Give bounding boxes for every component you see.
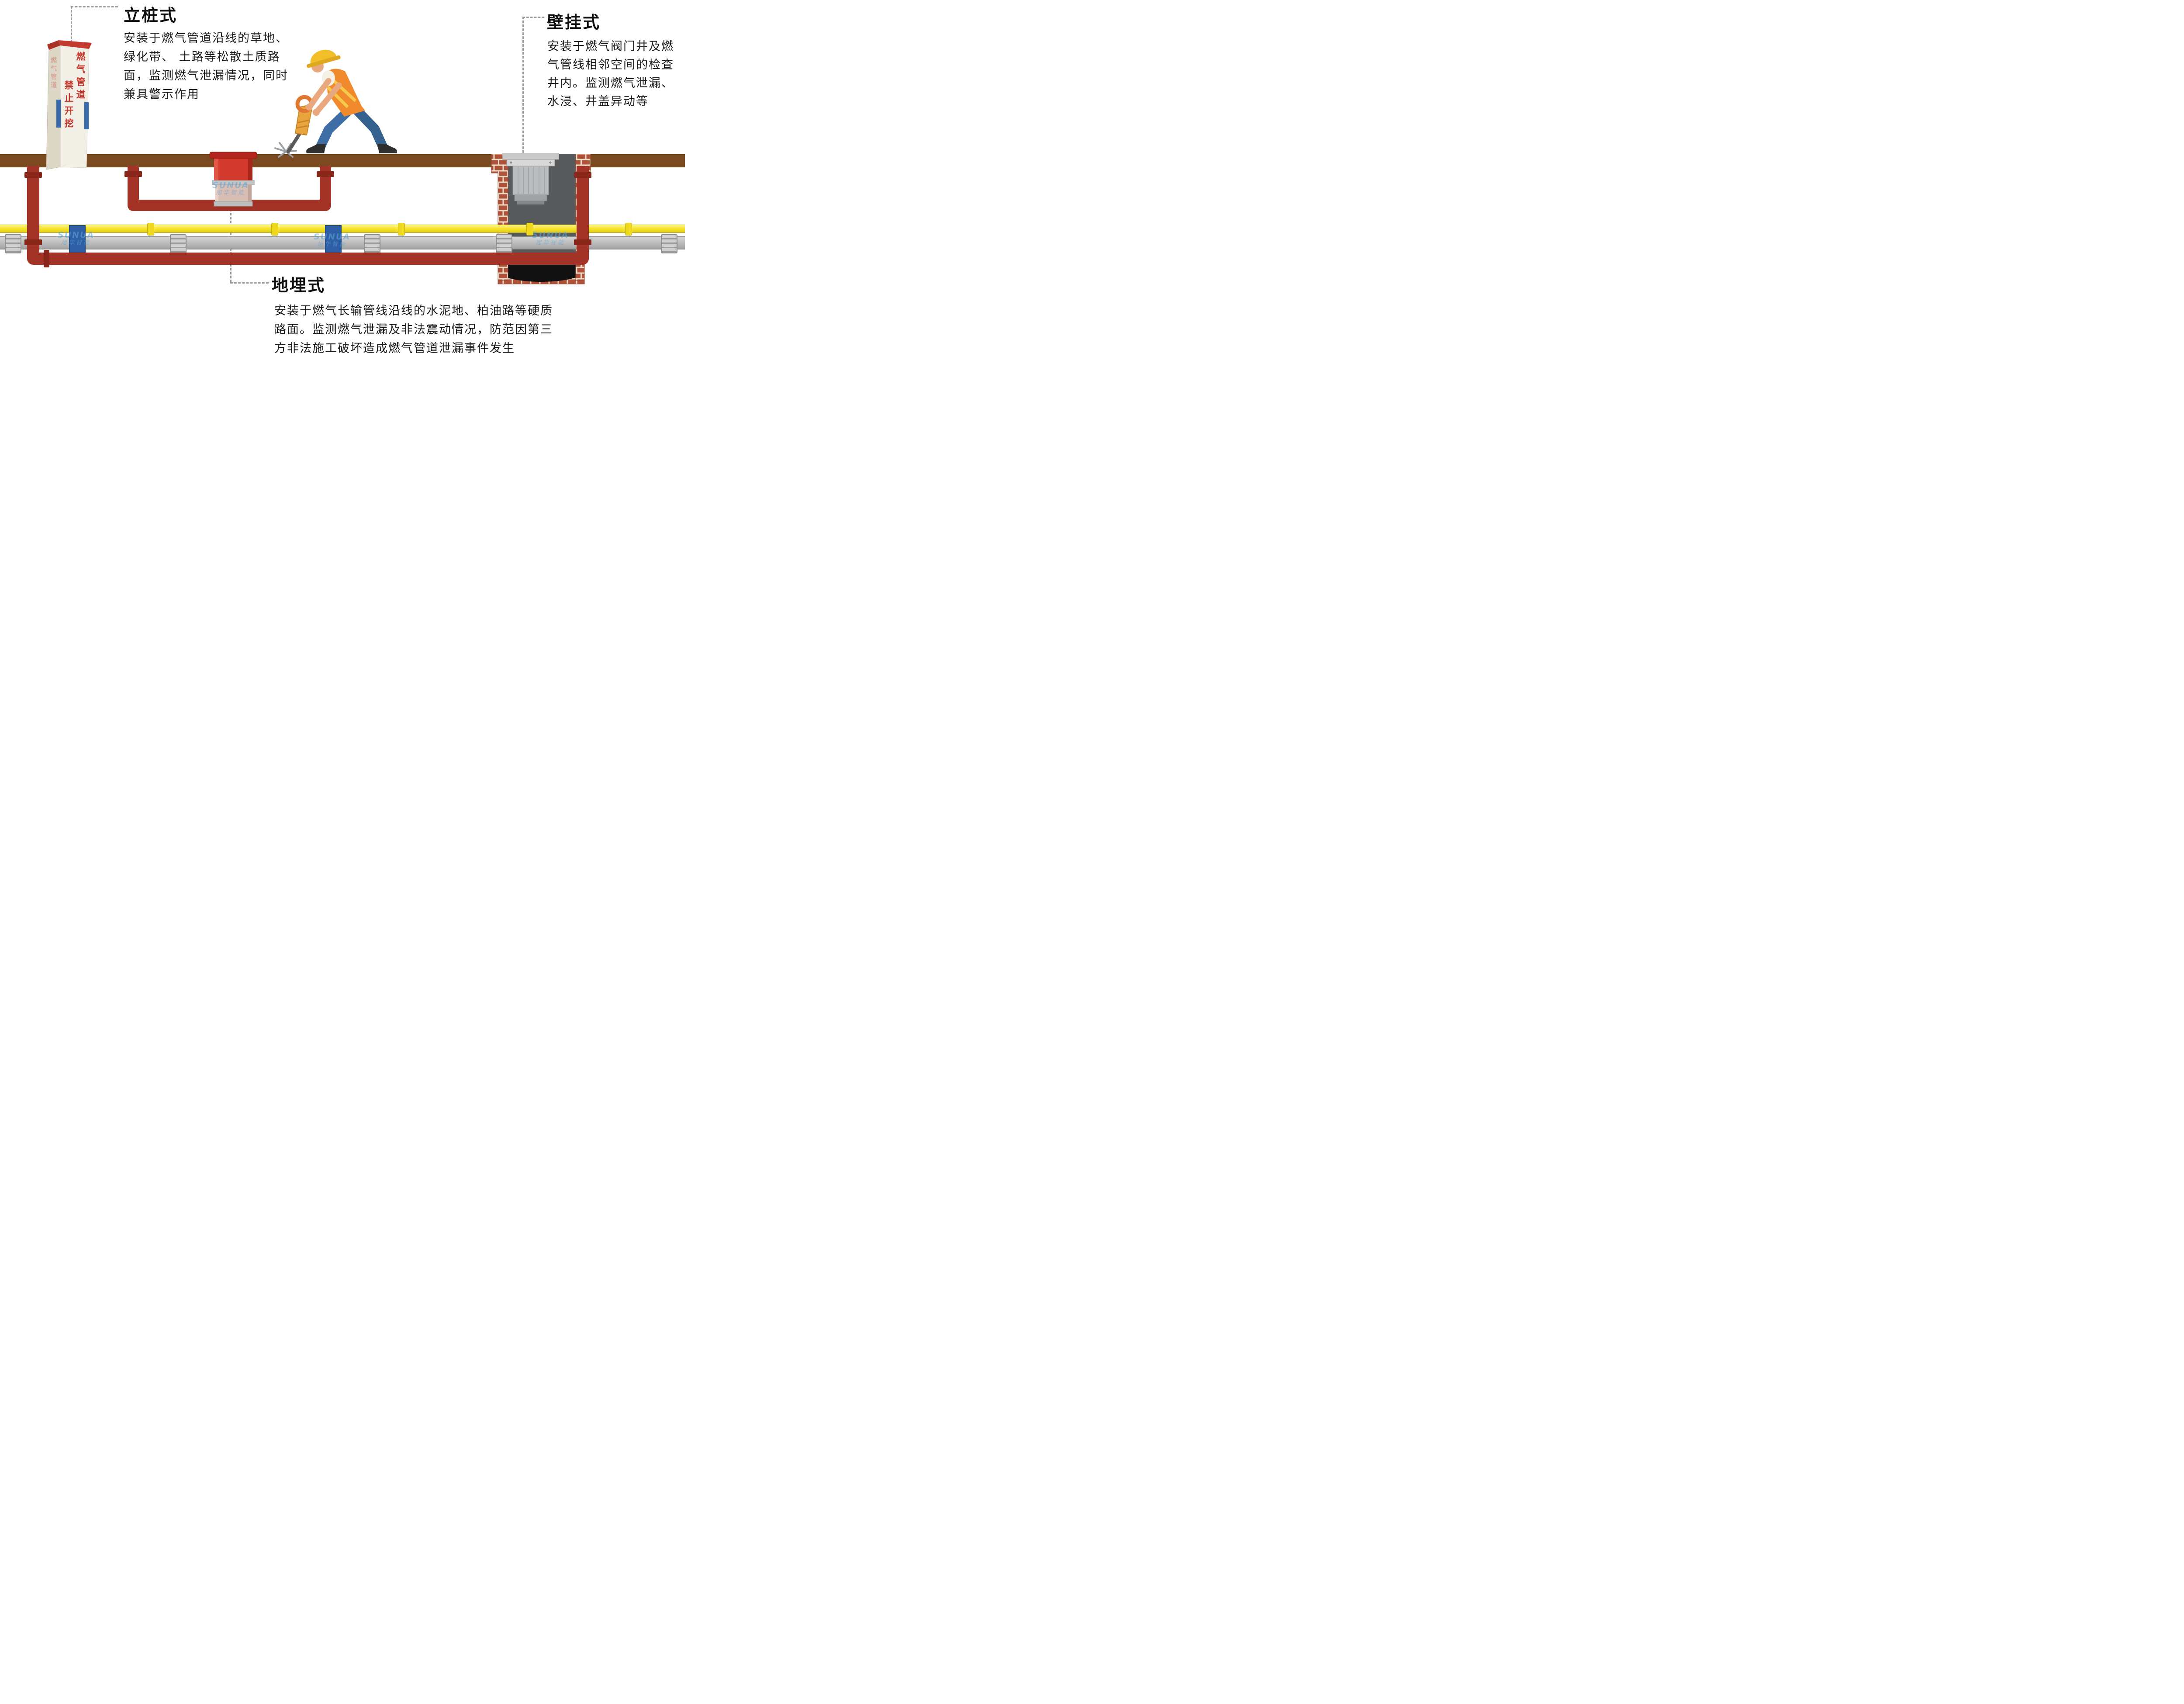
wall-callout-line-vertical (522, 17, 524, 153)
wall-detector-body (512, 166, 549, 195)
section-text-wall: 安装于燃气阀门井及燃 气管线相邻空间的检查 井内。监测燃气泄漏、 水浸、井盖异动… (547, 38, 674, 111)
warning-post (46, 40, 92, 170)
red-pipe-main-loop (27, 166, 589, 265)
text-line: 兼具警示作用 (124, 88, 200, 101)
warning-post-side-text: 燃气管道 (50, 57, 57, 90)
watermark: SUNUA 旭华智能 (532, 231, 569, 246)
section-title-wall: 壁挂式 (547, 13, 601, 32)
gray-pipe-coupling (364, 234, 380, 253)
watermark: SUNUA 旭华智能 (58, 231, 94, 246)
pipe-flanges (24, 171, 591, 267)
text-line: 路面。监测燃气泄漏及非法震动情况，防范因第三 (274, 323, 553, 336)
warning-post-cap-side (47, 40, 60, 50)
watermark-name: 旭华智能 (216, 190, 246, 196)
section-text-buried: 安装于燃气长输管线沿线的水泥地、柏油路等硬质 路面。监测燃气泄漏及非法震动情况，… (274, 301, 553, 358)
watermark: SUNUA 旭华智能 (314, 232, 350, 248)
watermark-brand: SUNUA (532, 230, 569, 240)
watermark-brand: SUNUA (314, 232, 351, 242)
wall-detector-bottom-cap (517, 201, 544, 204)
worker-arms (307, 78, 342, 114)
buried-detector (209, 152, 257, 207)
yellow-pipe-joint (271, 223, 278, 236)
warning-post-cap (59, 40, 92, 49)
post-callout-line-horizontal (71, 6, 118, 7)
text-line: 水浸、井盖异动等 (547, 95, 649, 108)
text-line: 气管线相邻空间的检查 (547, 58, 674, 72)
yellow-gas-pipe (0, 225, 685, 233)
construction-worker-illustration (274, 49, 397, 158)
buried-detector-body (214, 159, 252, 180)
warning-post-blue-band (56, 100, 61, 128)
wall-detector-mount-slab (502, 153, 559, 160)
buried-detector-foot (214, 201, 253, 207)
watermark-brand: SUNUA (212, 180, 249, 190)
warning-post-sign-text: 燃气管道 禁止开挖 (62, 52, 86, 164)
text-line: 绿化带、 土路等松散土质路 (124, 50, 280, 64)
watermark-brand: SUNUA (58, 230, 95, 240)
section-title-post: 立桩式 (124, 6, 178, 25)
buried-callout-line-horizontal (230, 282, 269, 284)
text-line: 安装于燃气管道沿线的草地、 (124, 31, 288, 45)
worker-helmet (307, 49, 341, 68)
buried-detector-cap (209, 152, 257, 159)
gray-pipe (0, 236, 685, 249)
wall-callout-line-horizontal (522, 17, 544, 18)
gray-pipe-coupling (5, 234, 21, 253)
section-title-buried: 地埋式 (272, 276, 326, 295)
wall-detector-bottom-rim (514, 194, 547, 201)
yellow-pipe-joint (398, 223, 405, 236)
wall-detector-flange (506, 159, 555, 166)
pipe-casing-blue (325, 225, 342, 253)
text-line: 井内。监测燃气泄漏、 (547, 76, 674, 90)
text-line: 方非法施工破坏造成燃气管道泄漏事件发生 (274, 342, 515, 355)
valve-well-void (498, 260, 584, 282)
watermark-name: 旭华智能 (536, 239, 566, 246)
section-text-post: 安装于燃气管道沿线的草地、 绿化带、 土路等松散土质路 面，监测燃气泄漏情况，同… (124, 29, 288, 104)
buried-detector-base (215, 185, 252, 201)
worker-shoes (306, 144, 397, 153)
text-line: 安装于燃气阀门井及燃 (547, 40, 674, 53)
text-line: 安装于燃气长输管线沿线的水泥地、柏油路等硬质 (274, 304, 553, 318)
worker-hand (306, 104, 313, 111)
warning-post-blue-band (84, 102, 89, 129)
jackhammer (287, 95, 314, 153)
worker-hand (313, 109, 320, 116)
wall-mounted-detector (502, 153, 559, 204)
worker-back-leg (350, 103, 387, 151)
yellow-pipe-joint (526, 223, 533, 236)
yellow-pipe-joint (147, 223, 154, 236)
sign-column-no-excavation: 禁止开挖 (63, 80, 74, 131)
gray-pipe-coupling (661, 234, 677, 253)
yellow-pipe-joint (625, 223, 632, 236)
worker-front-leg (316, 106, 353, 151)
watermark-name: 旭华智能 (317, 241, 347, 248)
pipe-casing-blue (69, 225, 86, 253)
diagram-canvas: 燃气管道 禁止开挖 燃气管道 (0, 0, 685, 387)
sign-column-gas-pipeline: 燃气管道 (75, 52, 86, 102)
post-callout-line-vertical (71, 6, 72, 43)
text-line: 面，监测燃气泄漏情况，同时 (124, 69, 288, 83)
watermark-name: 旭华智能 (61, 239, 91, 246)
watermark: SUNUA 旭华智能 (212, 181, 249, 196)
